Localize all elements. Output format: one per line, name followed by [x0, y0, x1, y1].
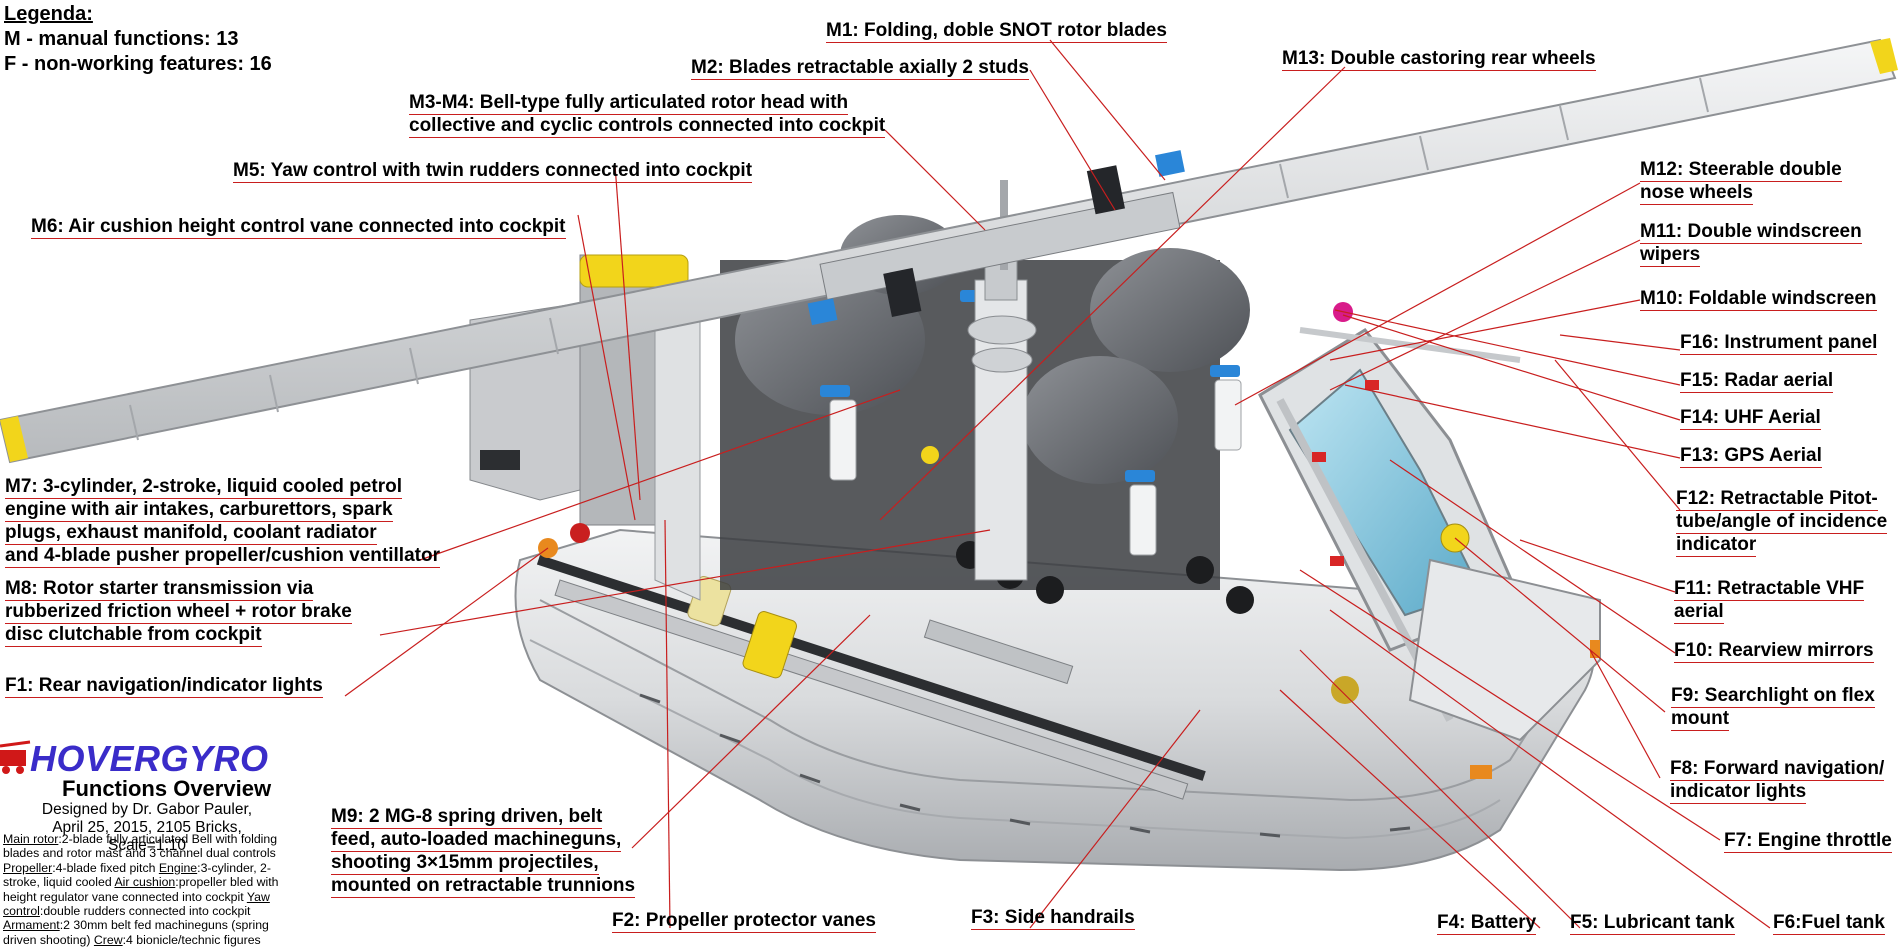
- label-m11-line2: wipers: [1640, 244, 1701, 267]
- spec-key-air-cushion: Air cushion: [114, 875, 176, 890]
- label-m7-line3: plugs, exhaust manifold, coolant radiato…: [5, 522, 377, 545]
- label-m3-m4-line2: collective and cyclic controls connected…: [409, 115, 886, 138]
- spec-value-air-cushion: :propeller bled with height regulator va…: [3, 875, 279, 904]
- label-m9-line2: feed, auto-loaded machineguns,: [331, 829, 622, 852]
- air-cushion-hull: [514, 528, 1595, 872]
- spec-key-main-rotor: Main rotor: [3, 832, 59, 846]
- spec-value-armament: :2 30mm belt fed machineguns (spring dri…: [3, 918, 269, 947]
- label-f1: F1: Rear navigation/indicator lights: [5, 675, 323, 698]
- label-m11-line1: M11: Double windscreen: [1640, 221, 1862, 244]
- rotor-blade: [0, 38, 1898, 464]
- spec-value-engine: :3-cylinder, 2-stroke, liquid cooled: [3, 860, 271, 890]
- label-m9: M9: 2 MG-8 spring driven, belt feed, aut…: [331, 806, 636, 898]
- label-f12-line1: F12: Retractable Pitot-: [1676, 488, 1878, 511]
- label-m13: M13: Double castoring rear wheels: [1282, 48, 1596, 71]
- label-f8: F8: Forward navigation/ indicator lights: [1670, 758, 1885, 804]
- label-f2: F2: Propeller protector vanes: [612, 910, 876, 933]
- label-m7-line2: engine with air intakes, carburettors, s…: [5, 499, 393, 522]
- spec-key-armament: Armament: [3, 918, 60, 933]
- label-f13: F13: GPS Aerial: [1680, 445, 1822, 468]
- spec-value-crew: :4 bionicle/technic figures: [122, 932, 261, 947]
- label-m1: M1: Folding, doble SNOT rotor blades: [826, 20, 1167, 43]
- label-m12-line1: M12: Steerable double: [1640, 159, 1842, 182]
- label-f10: F10: Rearview mirrors: [1674, 640, 1874, 663]
- spec-value-propeller: :4-blade fixed pitch: [52, 860, 159, 875]
- label-f9: F9: Searchlight on flex mount: [1671, 685, 1875, 731]
- label-m8-line1: M8: Rotor starter transmission via: [5, 578, 314, 601]
- label-m6: M6: Air cushion height control vane conn…: [31, 216, 566, 239]
- brand-credits: Designed by Dr. Gabor Pauler, April 25, …: [36, 801, 258, 855]
- label-f14: F14: UHF Aerial: [1680, 407, 1821, 430]
- label-f9-line2: mount: [1671, 708, 1730, 731]
- gun-barrels: [536, 555, 1206, 800]
- label-m3-m4: M3-M4: Bell-type fully articulated rotor…: [409, 92, 886, 138]
- label-m10: M10: Foldable windscreen: [1640, 288, 1877, 311]
- label-m7-line1: M7: 3-cylinder, 2-stroke, liquid cooled …: [5, 476, 402, 499]
- label-f16: F16: Instrument panel: [1680, 332, 1878, 355]
- label-m9-line4: mounted on retractable trunnions: [331, 875, 636, 898]
- hovergyro-logo: [0, 740, 31, 774]
- label-m3-m4-line1: M3-M4: Bell-type fully articulated rotor…: [409, 92, 849, 115]
- label-f7: F7: Engine throttle: [1724, 830, 1892, 853]
- label-f9-line1: F9: Searchlight on flex: [1671, 685, 1875, 708]
- spec-key-propeller: Propeller: [3, 860, 53, 875]
- label-f8-line2: indicator lights: [1670, 781, 1807, 804]
- legend-manual-count: M - manual functions: 13: [4, 28, 239, 50]
- brand-logo-text: HOVERGYRO: [30, 738, 269, 779]
- label-m12: M12: Steerable double nose wheels: [1640, 159, 1842, 205]
- spec-key-engine: Engine: [158, 860, 198, 875]
- label-m5: M5: Yaw control with twin rudders connec…: [233, 160, 753, 183]
- label-f3: F3: Side handrails: [971, 907, 1135, 930]
- label-m7-line4: and 4-blade pusher propeller/cushion ven…: [5, 545, 440, 568]
- brand-subtitle: Functions Overview: [62, 776, 272, 801]
- label-f4: F4: Battery: [1437, 912, 1537, 935]
- label-m8-line2: rubberized friction wheel + rotor brake: [5, 601, 352, 624]
- label-f12-line2: tube/angle of incidence: [1676, 511, 1888, 534]
- label-m9-line1: M9: 2 MG-8 spring driven, belt: [331, 806, 603, 829]
- label-f5: F5: Lubricant tank: [1570, 912, 1735, 935]
- label-f12: F12: Retractable Pitot- tube/angle of in…: [1676, 488, 1888, 557]
- spec-value-yaw-control: :double rudders connected into cockpit: [39, 904, 251, 919]
- legend: Legenda: M - manual functions: 13 F - no…: [4, 2, 272, 77]
- label-m9-line3: shooting 3×15mm projectiles,: [331, 852, 599, 875]
- leader-lines: [344, 39, 1771, 929]
- spec-value-main-rotor: :2-blade fully articulated Bell with fol…: [3, 832, 278, 861]
- engine-cluster: [720, 215, 1254, 614]
- label-f6: F6:Fuel tank: [1773, 912, 1885, 935]
- label-f15: F15: Radar aerial: [1680, 370, 1834, 393]
- label-f11-line2: aerial: [1674, 601, 1724, 624]
- logo-gyro-icon: [0, 740, 31, 774]
- label-f12-line3: indicator: [1676, 534, 1757, 557]
- label-f11-line1: F11: Retractable VHF: [1674, 578, 1865, 601]
- label-f8-line1: F8: Forward navigation/: [1670, 758, 1885, 781]
- label-m7: M7: 3-cylinder, 2-stroke, liquid cooled …: [5, 476, 440, 568]
- brand-credit-line2: April 25, 2015, 2105 Bricks, Scale=1:10: [52, 819, 242, 854]
- spec-key-yaw-control: Yaw control: [3, 889, 270, 919]
- label-f11: F11: Retractable VHF aerial: [1674, 578, 1865, 624]
- legend-feature-count: F - non-working features: 16: [4, 53, 272, 75]
- legend-title: Legenda:: [4, 3, 93, 25]
- label-m2: M2: Blades retractable axially 2 studs: [691, 57, 1029, 80]
- spec-summary: Main rotor:2-blade fully articulated Bel…: [3, 832, 303, 947]
- brand-credit-line1: Designed by Dr. Gabor Pauler,: [41, 801, 253, 818]
- label-m12-line2: nose wheels: [1640, 182, 1753, 205]
- rear-light-red: [570, 523, 590, 543]
- label-m11: M11: Double windscreen wipers: [1640, 221, 1862, 267]
- label-m8-line3: disc clutchable from cockpit: [5, 624, 262, 647]
- label-m8: M8: Rotor starter transmission via rubbe…: [5, 578, 352, 647]
- spec-key-crew: Crew: [93, 932, 123, 947]
